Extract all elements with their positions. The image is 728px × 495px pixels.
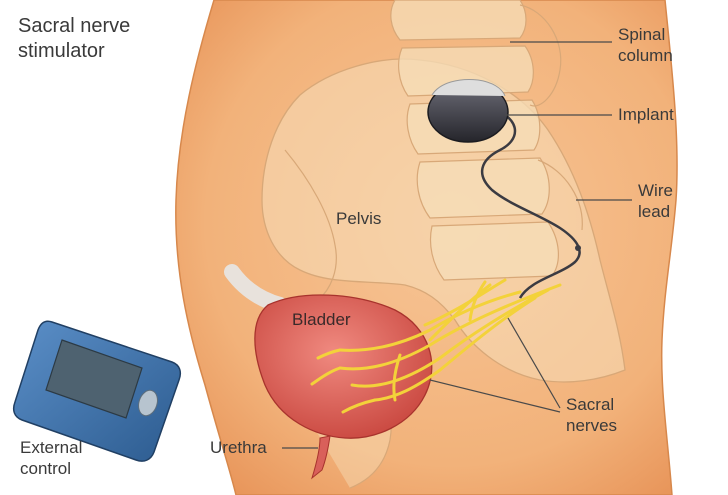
label-sacral-nerves: Sacral nerves xyxy=(566,395,618,435)
label-urethra: Urethra xyxy=(210,438,267,457)
label-bladder: Bladder xyxy=(292,310,351,329)
external-control-device xyxy=(12,320,182,462)
label-wire-lead: Wire lead xyxy=(638,181,673,221)
label-spinal-column: Spinal column xyxy=(618,25,673,65)
bladder-organ xyxy=(224,264,433,480)
label-implant: Implant xyxy=(618,105,674,124)
label-external-control: External control xyxy=(20,438,83,478)
lead-electrode xyxy=(575,245,581,251)
implant-device xyxy=(427,79,509,143)
leader-lines xyxy=(282,41,632,449)
diagram-title: Sacral nerve stimulator xyxy=(18,15,131,62)
sacral-nerves xyxy=(310,278,562,414)
pelvis-contour-line xyxy=(284,149,337,301)
label-pelvis: Pelvis xyxy=(336,209,382,228)
wire-lead xyxy=(480,110,581,299)
